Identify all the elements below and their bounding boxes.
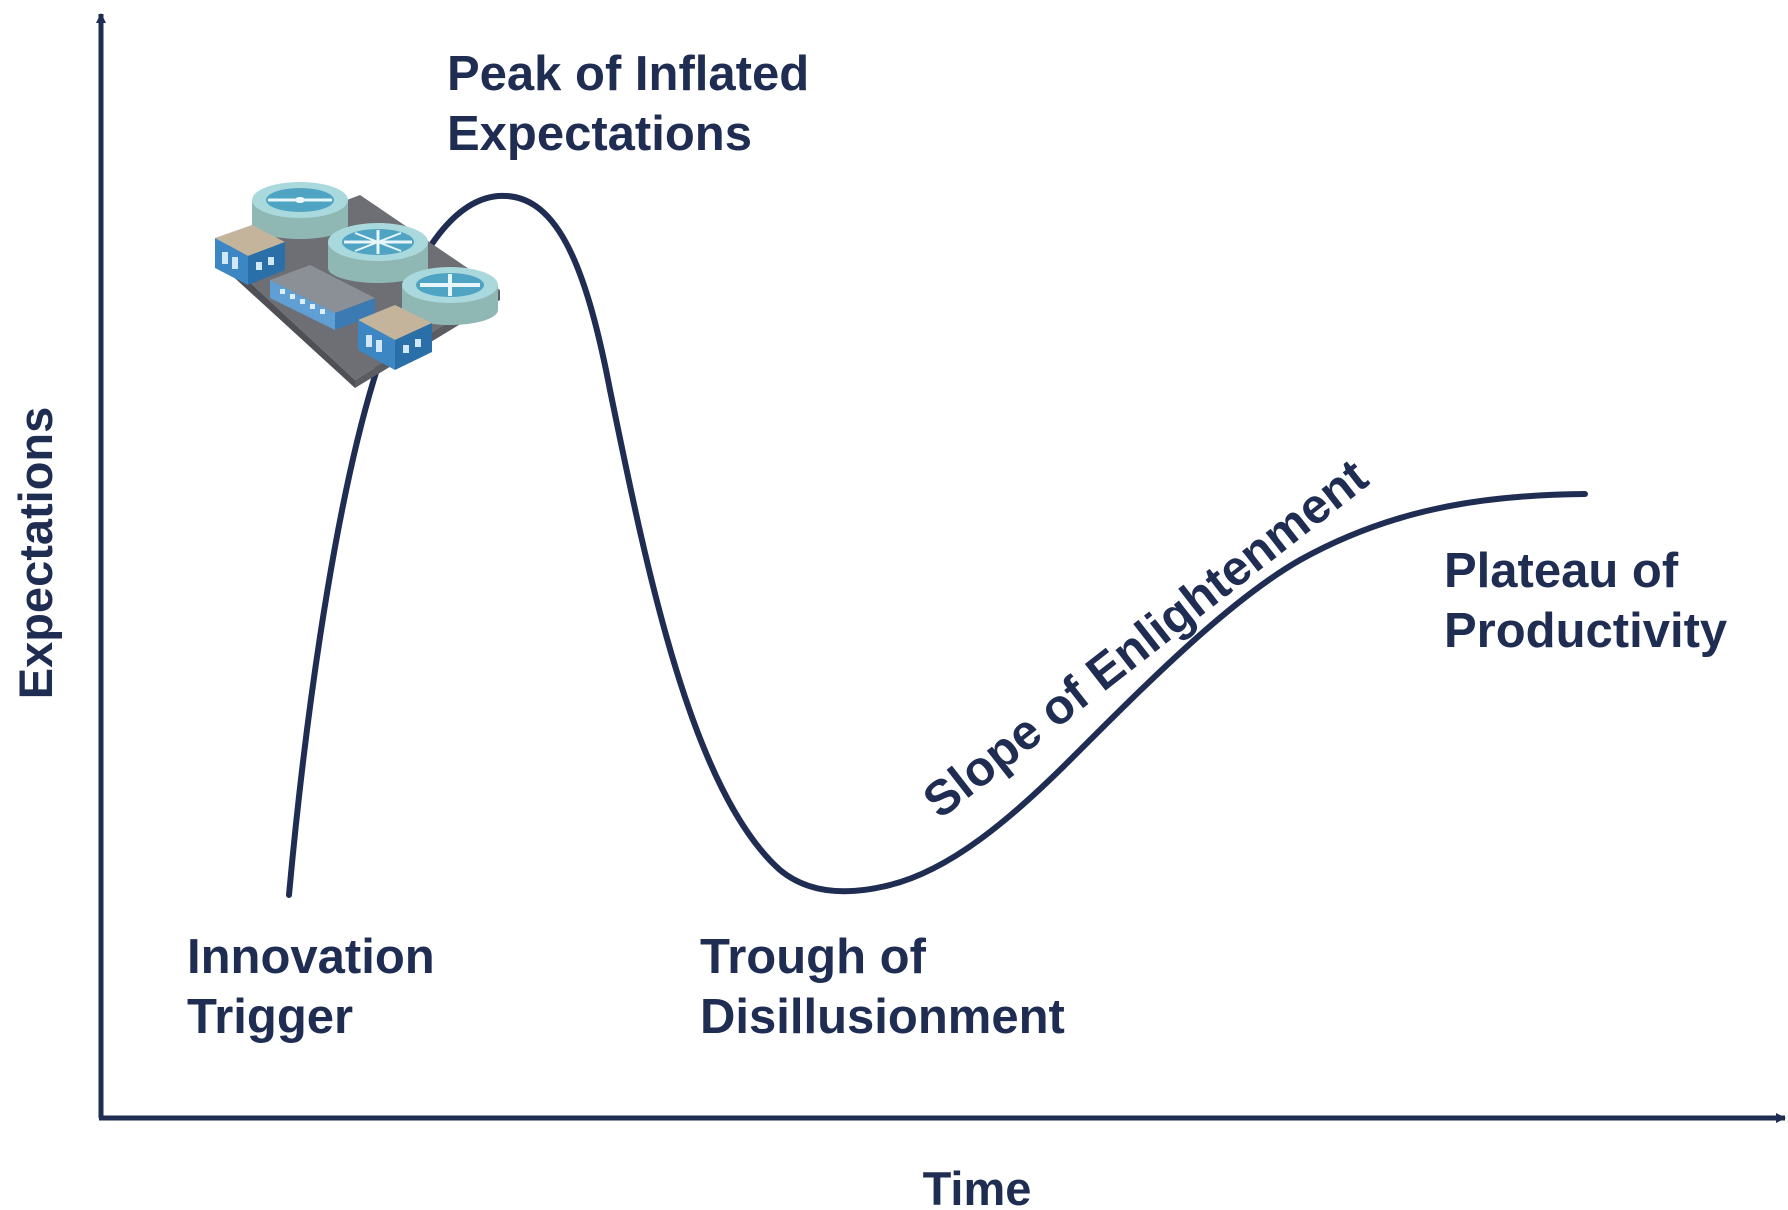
plateau-label-line1: Plateau of bbox=[1444, 544, 1679, 598]
peak-label-line1: Peak of Inflated bbox=[447, 47, 809, 101]
peak-label: Peak of Inflated Expectations bbox=[447, 47, 823, 161]
innovation-trigger-line2: Trigger bbox=[187, 990, 353, 1044]
x-axis-label: Time bbox=[923, 1162, 1032, 1210]
plateau-label: Plateau of Productivity bbox=[1444, 544, 1727, 658]
trough-label-line2: Disillusionment bbox=[700, 990, 1065, 1044]
innovation-trigger-label: Innovation Trigger bbox=[187, 930, 448, 1044]
trough-label: Trough of Disillusionment bbox=[700, 930, 1065, 1044]
peak-label-line2: Expectations bbox=[447, 107, 752, 161]
plateau-label-line2: Productivity bbox=[1444, 604, 1727, 658]
innovation-trigger-line1: Innovation bbox=[187, 930, 435, 984]
water-treatment-plant-icon bbox=[215, 182, 500, 388]
y-axis-label: Expectations bbox=[9, 407, 62, 700]
slope-label: Slope of Enlightenment bbox=[914, 449, 1378, 828]
trough-label-line1: Trough of bbox=[700, 930, 927, 984]
